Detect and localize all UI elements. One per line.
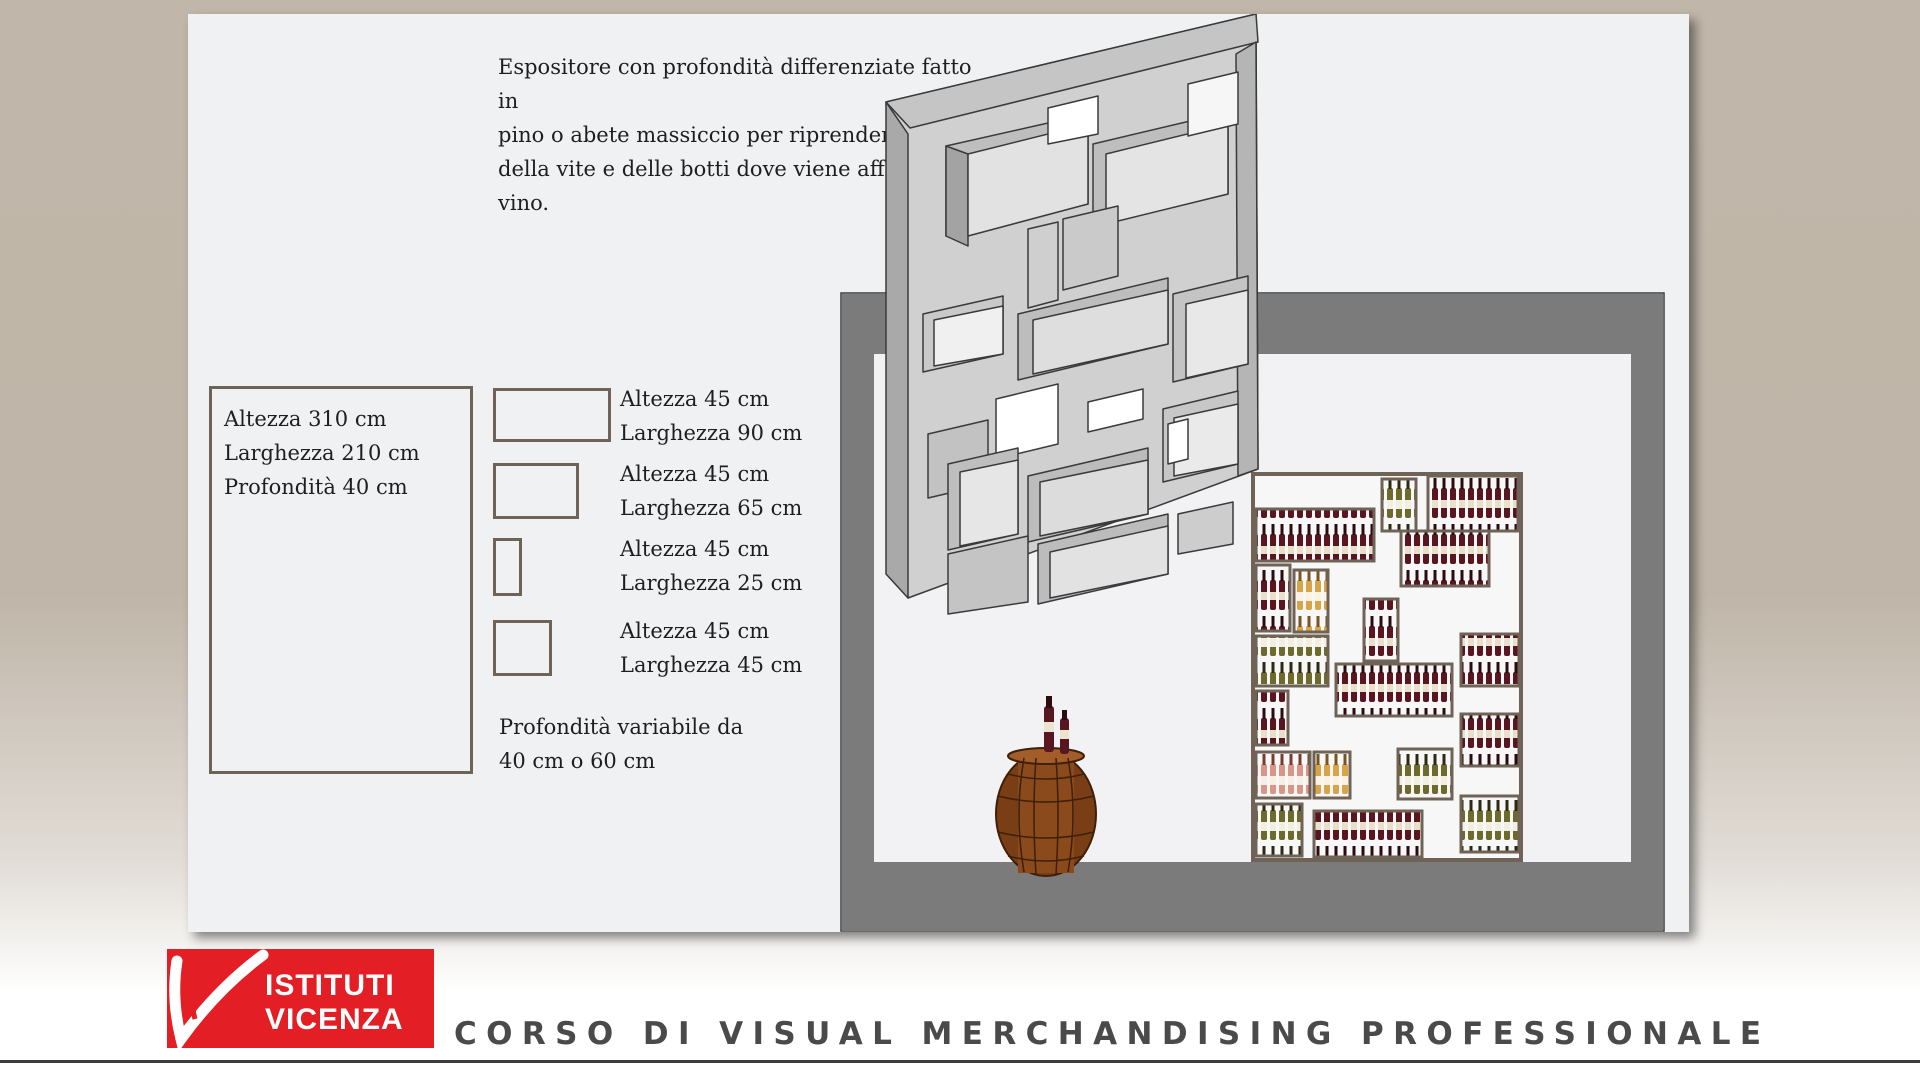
module-width: Larghezza 65 cm bbox=[620, 496, 803, 520]
module-dimensions-65: Altezza 45 cm Larghezza 65 cm bbox=[620, 457, 802, 525]
wall-left bbox=[842, 294, 874, 930]
logo-line: VICENZA bbox=[265, 1003, 404, 1036]
module-outline-45 bbox=[493, 620, 552, 676]
depth-note-line: Profondità variabile da bbox=[499, 715, 744, 739]
course-title: CORSO DI VISUAL MERCHANDISING PROFESSION… bbox=[454, 1016, 1771, 1052]
wall-right bbox=[1631, 294, 1663, 930]
module-height: Altezza 45 cm bbox=[620, 619, 770, 643]
slide-panel: Espositore con profondità differenziate … bbox=[188, 14, 1689, 932]
floor bbox=[842, 862, 1663, 931]
store-scene bbox=[840, 14, 1665, 932]
module-dimensions-90: Altezza 45 cm Larghezza 90 cm bbox=[620, 382, 802, 450]
main-module-height: Altezza 310 cm bbox=[224, 407, 387, 431]
module-height: Altezza 45 cm bbox=[620, 387, 770, 411]
main-module-width: Larghezza 210 cm bbox=[224, 441, 420, 465]
footer-divider bbox=[0, 1060, 1920, 1063]
display-3d-shelf bbox=[885, 14, 1259, 615]
istituti-vicenza-logo: ISTITUTI VICENZA bbox=[167, 949, 434, 1048]
module-outline-90 bbox=[493, 388, 611, 442]
module-height: Altezza 45 cm bbox=[620, 462, 770, 486]
main-module-dimensions: Altezza 310 cm Larghezza 210 cm Profondi… bbox=[224, 402, 420, 504]
module-width: Larghezza 45 cm bbox=[620, 653, 803, 677]
logo-text: ISTITUTI VICENZA bbox=[265, 969, 404, 1037]
main-module-outline bbox=[209, 386, 473, 774]
description-line: della vite e delle botti dove viene affi… bbox=[498, 157, 959, 181]
description-line: Espositore con profondità differenziate … bbox=[498, 55, 972, 113]
wine-shelf-unit bbox=[1251, 472, 1523, 862]
module-outline-25 bbox=[493, 538, 522, 596]
depth-note-line: 40 cm o 60 cm bbox=[499, 749, 656, 773]
logo-line: ISTITUTI bbox=[265, 969, 395, 1002]
wine-barrel bbox=[995, 696, 1097, 877]
module-dimensions-25: Altezza 45 cm Larghezza 25 cm bbox=[620, 532, 802, 600]
description-line: vino. bbox=[498, 191, 550, 215]
module-height: Altezza 45 cm bbox=[620, 537, 770, 561]
logo-v-mark-icon bbox=[169, 949, 269, 1048]
module-width: Larghezza 25 cm bbox=[620, 571, 803, 595]
main-module-depth: Profondità 40 cm bbox=[224, 475, 408, 499]
depth-note: Profondità variabile da 40 cm o 60 cm bbox=[499, 710, 743, 778]
module-width: Larghezza 90 cm bbox=[620, 421, 803, 445]
module-dimensions-45: Altezza 45 cm Larghezza 45 cm bbox=[620, 614, 802, 682]
module-outline-65 bbox=[493, 463, 579, 519]
description-text: Espositore con profondità differenziate … bbox=[498, 50, 998, 220]
